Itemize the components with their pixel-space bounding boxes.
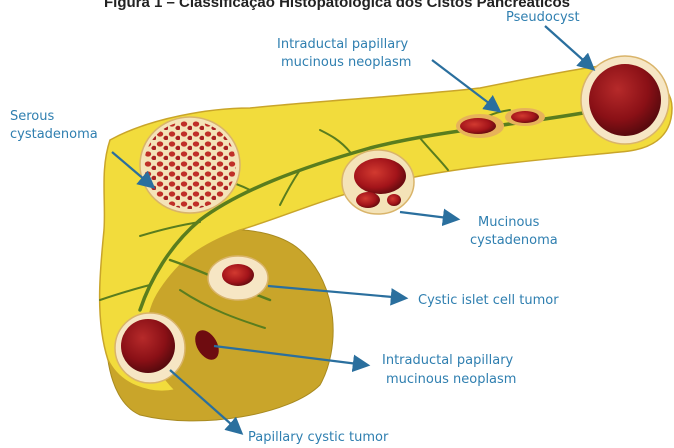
pseudocyst-lesion (581, 56, 669, 144)
arrow-pseudocyst (545, 26, 592, 68)
mucinous-cystadenoma-lesion (342, 150, 414, 214)
label-islet: Cystic islet cell tumor (418, 293, 559, 308)
cystic-islet-cell-tumor-lesion (208, 256, 268, 300)
label-ipmn-bottom-line1: Intraductal papillary (382, 353, 514, 368)
label-mucinous-line2: cystadenoma (470, 233, 558, 248)
label-mucinous-line1: Mucinous (478, 215, 540, 230)
arrow-mucinous (400, 212, 456, 219)
label-serous-line2: cystadenoma (10, 127, 98, 142)
label-pseudocyst: Pseudocyst (506, 10, 580, 25)
label-ipmn-top-line2: mucinous neoplasm (281, 55, 411, 70)
papillary-cystic-tumor-lesion (115, 313, 185, 383)
label-ipmn-top-line1: Intraductal papillary (277, 37, 409, 52)
label-papillary: Papillary cystic tumor (248, 430, 389, 445)
serous-cystadenoma-lesion (140, 117, 240, 213)
label-ipmn-bottom-line2: mucinous neoplasm (386, 372, 516, 387)
label-serous-line1: Serous (10, 109, 55, 124)
